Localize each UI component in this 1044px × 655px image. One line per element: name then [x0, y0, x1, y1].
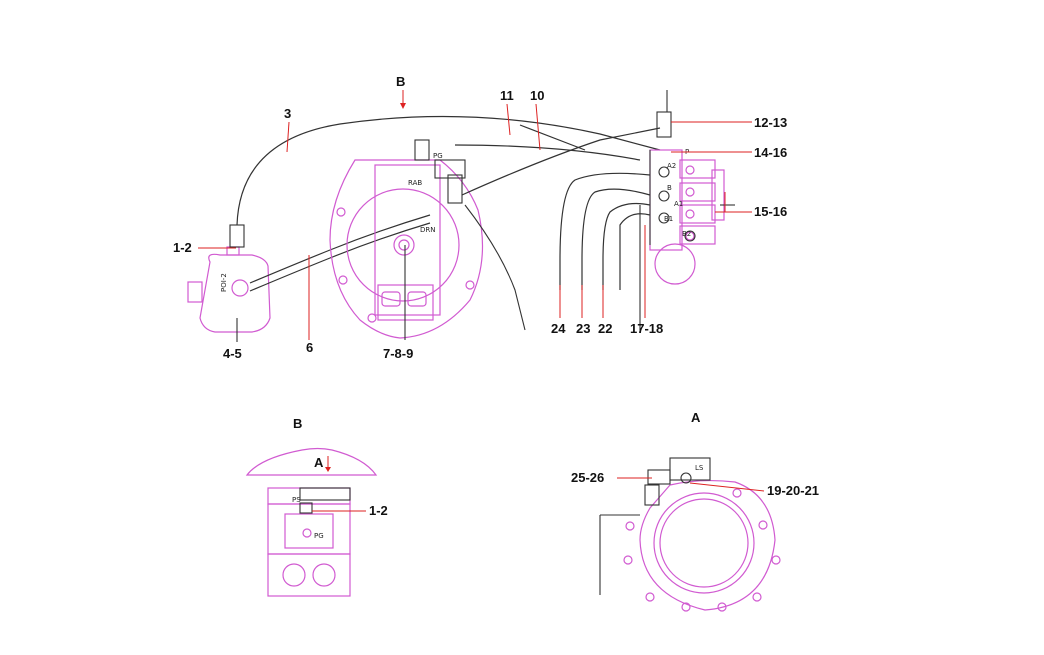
label-10: 10: [530, 88, 544, 103]
svg-text:RAB: RAB: [408, 179, 422, 187]
hose-11: [454, 144, 641, 161]
label-14-16: 14-16: [754, 145, 787, 160]
view-a-arrow-label: A: [314, 455, 324, 470]
label-19-20-21: 19-20-21: [767, 483, 819, 498]
label-1-2: 1-2: [173, 240, 192, 255]
label-23: 23: [576, 321, 590, 336]
port-b2: B2: [682, 230, 691, 238]
port-ls: LS: [695, 464, 704, 472]
hose-6: [249, 214, 431, 284]
label-25-26: 25-26: [571, 470, 604, 485]
label-15-16: 15-16: [754, 204, 787, 219]
port-pg-top: PG: [433, 152, 443, 160]
view-b-assembly: [245, 447, 378, 597]
motor-assembly: RAB DRN: [329, 159, 484, 339]
port-a2: A2: [667, 162, 676, 170]
port-b1: B1: [664, 215, 673, 223]
label-24: 24: [551, 321, 566, 336]
pump-left: POI-2: [187, 224, 271, 342]
label-17-18: 17-18: [630, 321, 663, 336]
port-ps-view-b: PS: [292, 496, 301, 504]
port-a1: A1: [674, 200, 683, 208]
view-a-flange: [623, 457, 781, 612]
label-7-8-9: 7-8-9: [383, 346, 413, 361]
label-6: 6: [306, 340, 313, 355]
label-22: 22: [598, 321, 612, 336]
label-11: 11: [500, 88, 514, 103]
svg-text:DRN: DRN: [420, 226, 436, 234]
label-12-13: 12-13: [754, 115, 787, 130]
view-a-title: A: [691, 410, 701, 425]
view-b-title: B: [293, 416, 302, 431]
hose-10: [461, 127, 661, 196]
hose-3: [236, 115, 661, 226]
label-3: 3: [284, 106, 291, 121]
svg-text:POI-2: POI-2: [220, 273, 228, 292]
valve-bank: [649, 111, 725, 285]
view-b-arrow-label: B: [396, 74, 405, 89]
port-b: B: [667, 184, 672, 192]
label-4-5: 4-5: [223, 346, 242, 361]
port-pg-view-b: PG: [314, 532, 324, 540]
label-1-2-view-b: 1-2: [369, 503, 388, 518]
